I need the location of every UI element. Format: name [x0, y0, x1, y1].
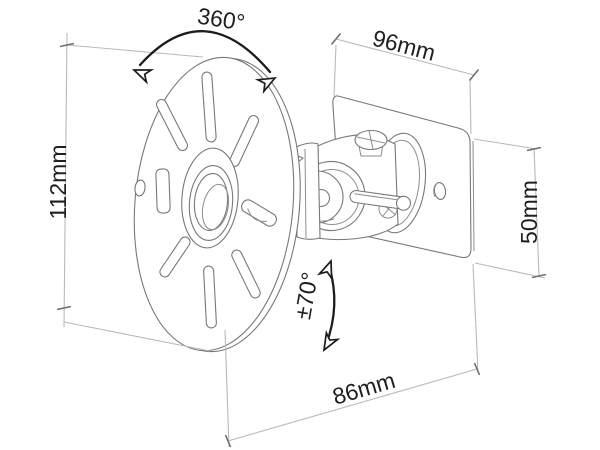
label-disc-height: 112mm — [45, 145, 71, 220]
disc-slots — [134, 71, 277, 329]
dimension-112mm: 112mm — [45, 32, 211, 352]
disc-slot — [155, 168, 171, 214]
rotation-arc-360: 360° — [131, 3, 277, 94]
label-tilt-range: ±70° — [289, 270, 323, 321]
arrowhead-right-icon — [254, 76, 277, 94]
label-plate-height: 50mm — [516, 180, 542, 244]
phillips-cross-icon — [356, 130, 386, 150]
mounting-hole — [433, 181, 447, 201]
arm-collar — [295, 142, 321, 240]
wall-plate-thickness-edge — [472, 140, 475, 252]
disc-slot — [159, 236, 191, 278]
arrowhead-left-icon — [131, 69, 155, 85]
label-plate-width: 96mm — [370, 25, 438, 66]
clamp-screw — [354, 129, 388, 157]
disc-hub — [181, 147, 239, 249]
speaker-disc — [133, 56, 304, 353]
dimension-50mm: 50mm — [473, 138, 547, 279]
ball-joint — [290, 129, 427, 241]
disc-slot — [201, 71, 217, 143]
arrowhead-up-icon — [316, 258, 333, 282]
disc-slot — [203, 265, 217, 329]
disc-slot — [156, 98, 188, 152]
tilt-lever — [349, 190, 412, 211]
disc-small-hole — [134, 179, 146, 197]
disc-slot — [231, 249, 261, 299]
label-depth: 86mm — [329, 367, 398, 410]
arrowhead-down-icon — [322, 329, 341, 352]
tilt-arc-70: ±70° — [289, 258, 341, 352]
disc-slot — [241, 199, 277, 227]
